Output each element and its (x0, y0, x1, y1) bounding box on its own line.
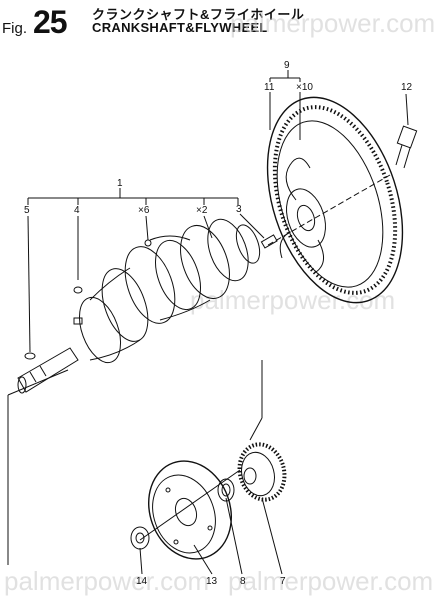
figure-label: Fig. (2, 20, 28, 37)
title-japanese: クランクシャフト&フライホイール (92, 7, 305, 22)
callout-10: ×10 (296, 82, 313, 93)
callout-1: 1 (117, 178, 123, 189)
callout-9: 9 (284, 60, 290, 71)
callout-13: 13 (206, 576, 218, 587)
callout-12: 12 (401, 82, 413, 93)
callout-11: 11 (264, 82, 275, 93)
figure-number: 25 (33, 4, 68, 40)
callout-5: 5 (24, 205, 30, 216)
callout-3: 3 (236, 204, 242, 215)
callout-14: 14 (136, 576, 148, 587)
callout-8: 8 (240, 576, 246, 587)
callout-7: 7 (280, 576, 286, 587)
callout-6: ×6 (138, 205, 150, 216)
callout-4: 4 (74, 205, 80, 216)
callout-2: ×2 (196, 205, 208, 216)
title-english: CRANKSHAFT&FLYWHEEL (92, 20, 268, 35)
